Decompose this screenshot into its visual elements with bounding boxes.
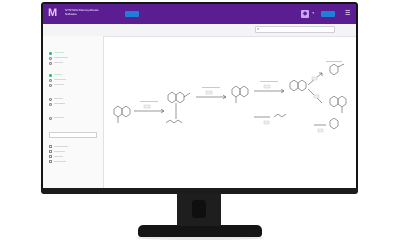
app-header: M SYNTHIA Retrosynthesis Software ◆ ◔ ☰ xyxy=(43,4,356,24)
molecule-structure xyxy=(329,95,347,113)
monitor-neck-cutout xyxy=(192,200,206,218)
filter-sidebar xyxy=(43,36,104,188)
step-badge xyxy=(143,104,151,109)
radio-option[interactable] xyxy=(49,103,52,106)
option-line xyxy=(54,84,64,85)
reaction-info xyxy=(140,101,158,102)
reaction-info xyxy=(202,87,220,88)
radio-option[interactable] xyxy=(49,79,52,82)
retrosynthesis-canvas[interactable] xyxy=(104,37,356,188)
sidebar-search-input[interactable] xyxy=(49,132,97,138)
molecule-structure xyxy=(231,85,249,103)
radio-option[interactable] xyxy=(49,74,52,77)
option-line xyxy=(54,62,63,63)
molecule-structure xyxy=(167,91,191,104)
molecule-structure xyxy=(273,113,287,118)
step-badge xyxy=(263,84,271,89)
checkbox[interactable] xyxy=(49,155,52,158)
monitor-chin xyxy=(41,188,358,194)
step-badge xyxy=(263,120,270,125)
molecule-structure xyxy=(329,117,339,130)
app-name: SYNTHIA Retrosynthesis Software xyxy=(65,8,99,16)
option-line xyxy=(54,79,66,80)
step-badge xyxy=(313,94,320,99)
radio-option[interactable] xyxy=(49,84,52,87)
option-line xyxy=(54,98,63,99)
search-icon: ⌕ xyxy=(257,26,260,31)
option-line xyxy=(54,156,63,157)
menu-icon[interactable]: ☰ xyxy=(345,11,351,17)
option-line xyxy=(54,151,65,152)
step-badge xyxy=(311,76,318,81)
search-input[interactable] xyxy=(255,26,335,33)
upgrade-button[interactable] xyxy=(125,11,139,17)
monitor-stand-shadow xyxy=(136,236,264,240)
merck-m-icon[interactable]: M xyxy=(48,7,58,19)
molecule-structure xyxy=(113,105,131,123)
radio-option[interactable] xyxy=(49,52,52,55)
reaction-info xyxy=(260,81,278,82)
step-badge xyxy=(205,90,213,95)
bell-icon[interactable]: ◔ xyxy=(311,11,315,17)
checkbox[interactable] xyxy=(49,145,52,148)
option-line xyxy=(54,52,64,53)
molecule-structure xyxy=(289,79,307,92)
checkbox[interactable] xyxy=(49,160,52,163)
option-line xyxy=(54,103,65,104)
radio-option[interactable] xyxy=(49,117,52,120)
app-screen: M SYNTHIA Retrosynthesis Software ◆ ◔ ☰ … xyxy=(43,4,356,188)
molecule-structure xyxy=(165,119,183,124)
account-button[interactable] xyxy=(321,11,335,17)
checkbox[interactable] xyxy=(49,150,52,153)
step-badge xyxy=(317,128,324,133)
option-line xyxy=(54,161,66,162)
option-line xyxy=(54,117,64,118)
reaction-pathway-diagram xyxy=(113,61,347,133)
radio-option[interactable] xyxy=(49,98,52,101)
reaction-info xyxy=(326,61,342,62)
radio-option[interactable] xyxy=(49,62,52,65)
monitor-base xyxy=(138,225,262,237)
molecule-structure xyxy=(329,63,345,76)
radio-option[interactable] xyxy=(49,57,52,60)
user-icon[interactable]: ◆ xyxy=(301,10,309,18)
option-line xyxy=(54,74,62,75)
option-line xyxy=(54,146,68,147)
option-line xyxy=(54,57,68,58)
